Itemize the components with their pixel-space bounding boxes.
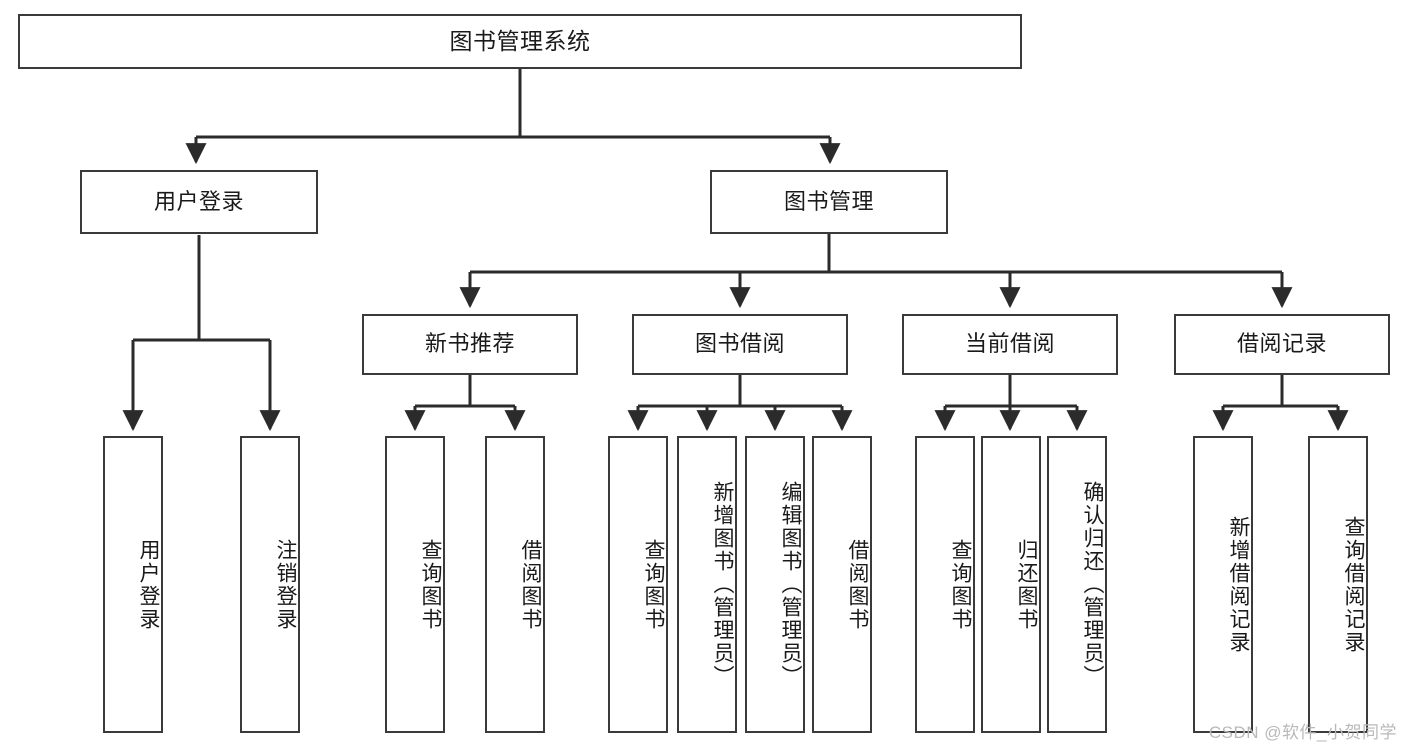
node-leaf-query-book-1[interactable]: 查询图书 xyxy=(385,436,445,733)
node-book-borrow[interactable]: 图书借阅 xyxy=(632,314,848,375)
node-label: 查询图书 xyxy=(642,538,665,631)
node-label: 借阅记录 xyxy=(1236,331,1327,357)
node-leaf-add-book-admin[interactable]: 新增图书（管理员） xyxy=(677,436,737,733)
node-label: 注销登录 xyxy=(274,538,297,631)
node-leaf-borrow-book-2[interactable]: 借阅图书 xyxy=(812,436,872,733)
node-label: 借阅图书 xyxy=(846,538,869,631)
node-leaf-return-book[interactable]: 归还图书 xyxy=(981,436,1041,733)
node-label: 确认归还（管理员） xyxy=(1081,481,1104,688)
node-label: 新增图书（管理员） xyxy=(711,481,734,688)
node-label: 新增借阅记录 xyxy=(1227,515,1250,654)
node-leaf-query-book-3[interactable]: 查询图书 xyxy=(915,436,975,733)
node-leaf-add-borrow-record[interactable]: 新增借阅记录 xyxy=(1193,436,1253,733)
node-leaf-borrow-book-1[interactable]: 借阅图书 xyxy=(485,436,545,733)
node-current-borrow[interactable]: 当前借阅 xyxy=(902,314,1118,375)
node-label: 图书借阅 xyxy=(694,331,785,357)
node-label: 归还图书 xyxy=(1015,538,1038,631)
node-label: 用户登录 xyxy=(153,188,244,214)
node-book-manage[interactable]: 图书管理 xyxy=(710,170,948,234)
node-user-login[interactable]: 用户登录 xyxy=(80,170,318,234)
node-leaf-user-login[interactable]: 用户登录 xyxy=(103,436,163,733)
node-label: 当前借阅 xyxy=(964,331,1055,357)
node-leaf-query-book-2[interactable]: 查询图书 xyxy=(608,436,668,733)
node-label: 新书推荐 xyxy=(424,331,515,357)
watermark-text: CSDN @软件_小贺同学 xyxy=(1208,723,1397,742)
node-label: 查询借阅记录 xyxy=(1342,515,1365,654)
node-label: 用户登录 xyxy=(137,538,160,631)
node-root-system[interactable]: 图书管理系统 xyxy=(18,14,1022,69)
node-label: 图书管理系统 xyxy=(449,27,591,54)
node-label: 查询图书 xyxy=(419,538,442,631)
node-label: 查询图书 xyxy=(949,538,972,631)
node-new-book-recommend[interactable]: 新书推荐 xyxy=(362,314,578,375)
node-label: 编辑图书（管理员） xyxy=(779,481,802,688)
node-leaf-query-borrow-record[interactable]: 查询借阅记录 xyxy=(1308,436,1368,733)
node-borrow-record[interactable]: 借阅记录 xyxy=(1174,314,1390,375)
node-leaf-logout-login[interactable]: 注销登录 xyxy=(240,436,300,733)
node-label: 图书管理 xyxy=(783,188,874,214)
node-leaf-edit-book-admin[interactable]: 编辑图书（管理员） xyxy=(745,436,805,733)
node-label: 借阅图书 xyxy=(519,538,542,631)
node-leaf-confirm-return-admin[interactable]: 确认归还（管理员） xyxy=(1047,436,1107,733)
